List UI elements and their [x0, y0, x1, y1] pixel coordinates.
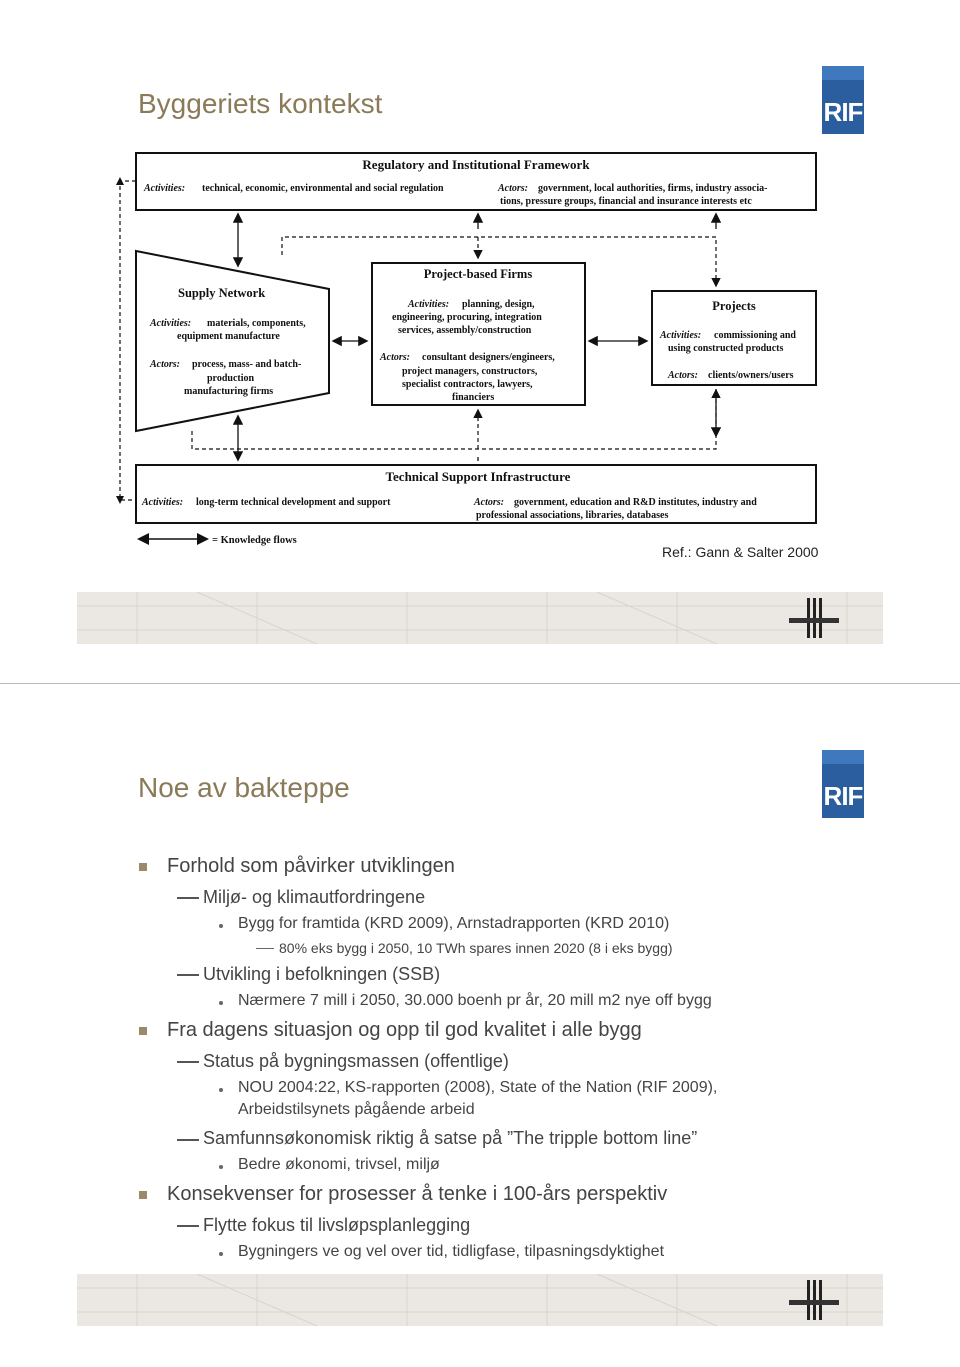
svg-text:Activities:: Activities: [407, 299, 449, 310]
dash-bullet [177, 1225, 199, 1227]
svg-text:process, mass- and batch-: process, mass- and batch- [192, 359, 301, 370]
svg-text:materials, components,: materials, components, [207, 318, 306, 329]
svg-text:specialist contractors, lawyer: specialist contractors, lawyers, [402, 379, 533, 390]
dot-bullet [219, 1252, 223, 1256]
svg-text:engineering, procuring, integr: engineering, procuring, integration [392, 312, 542, 323]
bullet-item: Bygg for framtida (KRD 2009), Arnstadrap… [238, 915, 670, 932]
svg-text:government, education and R&D: government, education and R&D institutes… [514, 497, 757, 508]
bullet-item: Bedre økonomi, trivsel, miljø [238, 1156, 440, 1173]
slide-title: Noe av bakteppe [138, 772, 350, 803]
bullet-item: Flytte fokus til livsløpsplanlegging [203, 1215, 471, 1235]
svg-text:Actors:: Actors: [379, 352, 410, 363]
svg-text:manufacturing firms: manufacturing firms [184, 386, 273, 397]
svg-text:Activities:: Activities: [659, 330, 701, 341]
square-bullet [139, 1191, 147, 1199]
dot-bullet [219, 924, 223, 928]
svg-text:commissioning and: commissioning and [714, 330, 796, 341]
svg-text:Supply Network: Supply Network [178, 286, 265, 300]
slide-1: Byggeriets kontekst RIF Regulatory and I… [0, 0, 960, 683]
rif-logo: RIF [822, 66, 864, 134]
bullet-item: Miljø- og klimautfordringene [203, 887, 426, 907]
context-diagram: Regulatory and Institutional Framework A… [112, 145, 842, 550]
svg-text:planning, design,: planning, design, [462, 299, 535, 310]
slide-2: Noe av bakteppe RIF Forhold som påvirker… [0, 684, 960, 1367]
dash-bullet [177, 1061, 199, 1063]
svg-text:Actors:: Actors: [149, 359, 180, 370]
svg-text:Activities:: Activities: [143, 183, 185, 194]
dot-bullet [219, 1088, 223, 1092]
rif-logo: RIF [822, 750, 864, 818]
slide-title: Byggeriets kontekst [138, 88, 383, 119]
reference-note: Ref.: Gann & Salter 2000 [662, 544, 819, 560]
svg-text:government, local authorities,: government, local authorities, firms, in… [538, 183, 767, 194]
footer-band [77, 1274, 883, 1326]
svg-text:Project-based Firms: Project-based Firms [424, 267, 533, 281]
bullet-item: Status på bygningsmassen (offentlige) [203, 1051, 509, 1071]
bullet-item: Forhold som påvirker utviklingen [167, 855, 455, 877]
bullet-item: Konsekvenser for prosesser å tenke i 100… [167, 1183, 668, 1205]
legend-knowledge-flows: = Knowledge flows [212, 535, 297, 546]
svg-text:Actors:: Actors: [473, 497, 504, 508]
dash-bullet [177, 897, 199, 899]
svg-text:Actors:: Actors: [497, 183, 528, 194]
bullet-item: Nærmere 7 mill i 2050, 30.000 boenh pr å… [238, 992, 712, 1009]
svg-text:Activities:: Activities: [149, 318, 191, 329]
svg-text:Activities:: Activities: [141, 497, 183, 508]
svg-text:technical, economic, environme: technical, economic, environmental and s… [202, 183, 444, 194]
dash-bullet [256, 948, 274, 949]
dot-bullet [219, 1165, 223, 1169]
square-bullet [139, 1027, 147, 1035]
svg-text:project managers, constructors: project managers, constructors, [402, 366, 538, 377]
dot-bullet [219, 1001, 223, 1005]
svg-text:equipment manufacture: equipment manufacture [177, 331, 280, 342]
svg-text:financiers: financiers [452, 392, 494, 403]
svg-text:Technical Support Infrastructu: Technical Support Infrastructure [386, 469, 571, 484]
svg-text:using constructed products: using constructed products [668, 343, 783, 354]
footer-band [77, 592, 883, 644]
dash-bullet [177, 1139, 199, 1141]
svg-text:Actors:: Actors: [667, 370, 698, 381]
svg-text:tions, pressure groups, financ: tions, pressure groups, financial and in… [500, 196, 752, 207]
dash-bullet [177, 974, 199, 976]
regulatory-title: Regulatory and Institutional Framework [362, 157, 590, 172]
bullet-item: Fra dagens situasjon og opp til god kval… [167, 1019, 642, 1041]
slide-separator [0, 683, 960, 684]
svg-text:services, assembly/constructio: services, assembly/construction [398, 325, 532, 336]
svg-text:clients/owners/users: clients/owners/users [708, 370, 794, 381]
bullet-item: Samfunnsøkonomisk riktig å satse på ”The… [203, 1128, 698, 1148]
svg-text:long-term technical developmen: long-term technical development and supp… [196, 497, 391, 508]
svg-text:consultant designers/engineers: consultant designers/engineers, [422, 352, 555, 363]
bullet-item: Utvikling i befolkningen (SSB) [203, 964, 441, 984]
bullet-item: 80% eks bygg i 2050, 10 TWh spares innen… [279, 940, 673, 956]
svg-text:Projects: Projects [712, 299, 756, 313]
square-bullet [139, 863, 147, 871]
bullet-item: Bygningers ve og vel over tid, tidligfas… [238, 1243, 665, 1260]
svg-text:production: production [207, 373, 254, 384]
bullet-item: NOU 2004:22, KS-rapporten (2008), State … [238, 1079, 718, 1096]
svg-text:professional associations, lib: professional associations, libraries, da… [476, 510, 668, 521]
bullet-item-continuation: Arbeidstilsynets pågående arbeid [238, 1101, 475, 1118]
